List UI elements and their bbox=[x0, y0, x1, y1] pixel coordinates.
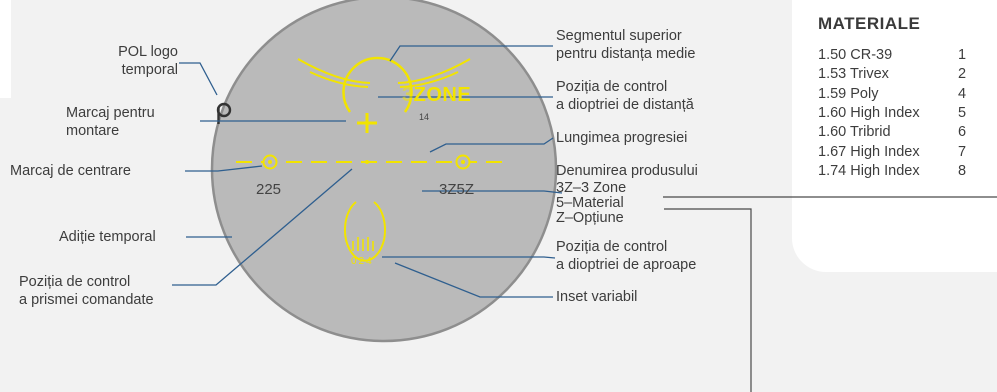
label-pol-logo: POL logo temporal bbox=[118, 44, 178, 78]
distance-ref-circle bbox=[342, 56, 413, 113]
material-name: 1.74 High Index bbox=[818, 162, 920, 179]
material-code: 2 bbox=[958, 66, 967, 83]
label-addition-temporal: Adiție temporal bbox=[59, 229, 156, 245]
brand-text: ZONE bbox=[413, 84, 472, 106]
leader-lines-left bbox=[172, 62, 353, 286]
material-row: 1.59 Poly 4 bbox=[818, 85, 997, 103]
upper-segment-right-inner bbox=[399, 71, 459, 88]
label-variable-inset: Inset variabil bbox=[556, 289, 638, 305]
material-row: 1.53 Trivex 2 bbox=[818, 65, 997, 83]
material-code: 4 bbox=[958, 85, 967, 102]
lens-circle bbox=[210, 0, 558, 343]
label-product-lines: 3Z–3 Zone 5–Material Z–Opțiune bbox=[556, 180, 627, 226]
label-product-title: Denumirea produsului bbox=[556, 163, 698, 179]
upper-segment-right-outer bbox=[397, 58, 471, 84]
product-name-value: 3Z5Z bbox=[439, 181, 475, 198]
material-row: 1.60 High Index 5 bbox=[818, 104, 997, 122]
inset-bars bbox=[352, 237, 374, 251]
materials-title: MATERIALE bbox=[818, 14, 921, 33]
material-code: 6 bbox=[958, 124, 967, 141]
material-name: 1.60 High Index bbox=[818, 104, 920, 121]
brand-logo: 3ZONE bbox=[402, 84, 471, 107]
material-row: 1.74 High Index 8 bbox=[818, 162, 997, 180]
label-prism-ref: Poziția de control a prismei comandate bbox=[19, 274, 154, 308]
centering-dot-left bbox=[268, 160, 272, 164]
label-distance-ref: Poziția de control a dioptriei de distan… bbox=[556, 79, 694, 113]
material-name: 1.60 Tribrid bbox=[818, 124, 891, 141]
material-row: 1.67 High Index 7 bbox=[818, 143, 997, 161]
prism-ref-dot bbox=[365, 160, 369, 164]
addition-value: 225 bbox=[256, 181, 282, 198]
material-name: 1.67 High Index bbox=[818, 143, 920, 160]
centering-dot-right bbox=[461, 160, 465, 164]
product-leader-lines bbox=[663, 196, 997, 392]
material-row: 1.50 CR-39 1 bbox=[818, 46, 997, 64]
left-panel bbox=[0, 0, 11, 98]
label-upper-segment: Segmentul superior pentru distanța medie bbox=[556, 28, 696, 62]
inset-value: 024 bbox=[351, 256, 374, 267]
material-code: 1 bbox=[958, 47, 967, 63]
leader-lines-right bbox=[378, 45, 563, 298]
material-name: 1.50 CR-39 bbox=[818, 47, 893, 63]
material-code: 8 bbox=[958, 162, 967, 179]
near-ref-circle bbox=[344, 201, 386, 262]
material-name: 1.59 Poly bbox=[818, 85, 879, 102]
material-name: 1.53 Trivex bbox=[818, 66, 889, 83]
label-mounting-mark: Marcaj pentru montare bbox=[66, 105, 155, 139]
upper-segment-left-inner bbox=[309, 71, 369, 88]
material-code: 5 bbox=[958, 104, 967, 121]
progression-length-value: 14 bbox=[419, 112, 430, 122]
material-code: 7 bbox=[958, 143, 967, 160]
label-centering-mark: Marcaj de centrare bbox=[10, 163, 131, 179]
label-progression: Lungimea progresiei bbox=[556, 130, 688, 146]
materials-panel bbox=[792, 0, 997, 272]
upper-segment-left-outer bbox=[297, 58, 371, 84]
label-near-ref: Poziția de control a dioptriei de aproap… bbox=[556, 239, 697, 273]
brand-prefix: 3 bbox=[402, 84, 414, 106]
material-row: 1.60 Tribrid 6 bbox=[818, 123, 997, 141]
